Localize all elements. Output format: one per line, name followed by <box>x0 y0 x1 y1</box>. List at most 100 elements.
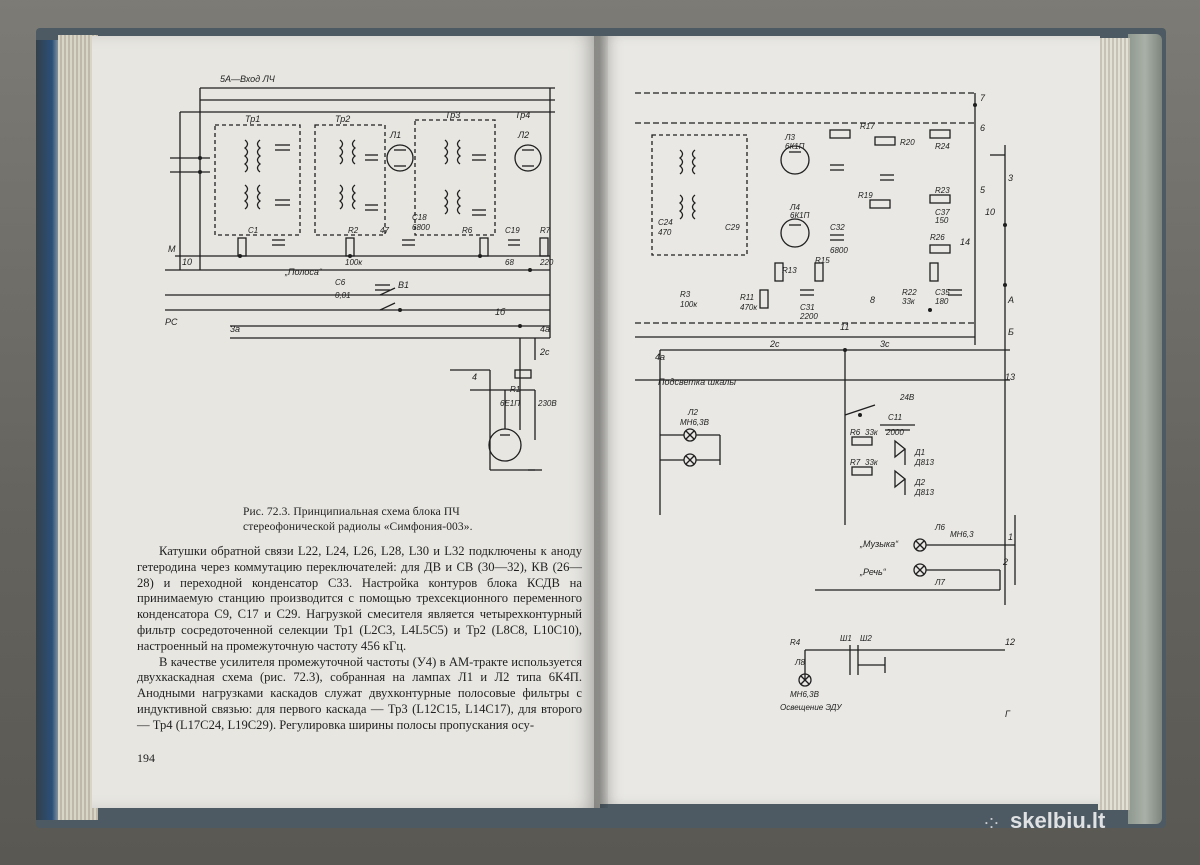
book-cover-right <box>1128 34 1162 824</box>
label-r15: R15 <box>815 256 830 265</box>
label-13: 13 <box>1005 372 1015 382</box>
label-r6a-value: 33к <box>865 428 879 437</box>
label-c37: С37 <box>935 208 950 217</box>
label-c32: С32 <box>830 223 845 232</box>
label-b: Б <box>1008 327 1014 337</box>
label-d2: Д2 <box>914 478 926 487</box>
label-10-right: 10 <box>985 207 995 217</box>
label-speech: „Речь“ <box>859 567 887 577</box>
label-230v: 230В <box>537 399 557 408</box>
label-c24: С24 <box>658 218 673 227</box>
label-c18: С18 <box>412 213 427 222</box>
page-edges-left <box>58 35 98 820</box>
label-l3-type: 6К1П <box>785 142 805 151</box>
label-6e1p: 6Е1П <box>500 399 520 408</box>
label-tr4: Тр4 <box>515 110 530 120</box>
left-schematic: 5А—Вход ЛЧ Тр1 Тр2 Тр3 Тр4 Л1 Л2 „Полоса… <box>165 74 557 471</box>
label-c35-value: 180 <box>935 297 949 306</box>
label-r7: R7 <box>540 226 551 235</box>
watermark: skelbiu.lt <box>1010 808 1106 833</box>
label-r3: R3 <box>680 290 691 299</box>
label-l6: Л6 <box>934 523 945 532</box>
label-r19: R19 <box>858 191 873 200</box>
label-band: „Полоса“ <box>284 267 323 277</box>
watermark-dots: ∙:∙ <box>984 812 1000 832</box>
label-r23: R23 <box>935 186 950 195</box>
label-220: 220 <box>539 258 554 267</box>
body-text: Катушки обратной связи L22, L24, L26, L2… <box>137 544 582 734</box>
label-r4: R4 <box>790 638 801 647</box>
label-c31: С31 <box>800 303 815 312</box>
paragraph-1: Катушки обратной связи L22, L24, L26, L2… <box>137 544 582 653</box>
label-3a: 3а <box>230 324 240 334</box>
label-backlight-title: Подсветка шкалы <box>658 377 736 387</box>
label-r11: R11 <box>740 293 754 302</box>
label-6800: 6800 <box>412 223 430 232</box>
label-4a: 4а <box>540 324 550 334</box>
label-c24-value: 470 <box>658 228 672 237</box>
label-l6-type: МН6,3 <box>950 530 974 539</box>
label-edu: Освещение ЭДУ <box>780 703 842 712</box>
label-a: А <box>1007 295 1014 305</box>
label-r11-value: 470к <box>740 303 758 312</box>
paragraph-2: В качестве усилителя промежуточной часто… <box>137 654 582 732</box>
label-tr3: Тр3 <box>445 110 460 120</box>
label-l1: Л1 <box>389 130 401 140</box>
label-sh2: Ш2 <box>860 634 872 643</box>
label-r26: R26 <box>930 233 945 242</box>
label-c11-value: 2000 <box>885 428 904 437</box>
label-1: 1 <box>1008 532 1013 542</box>
label-6: 6 <box>980 123 985 133</box>
label-1b: 1б <box>495 307 506 317</box>
label-24v: 24В <box>899 393 915 402</box>
label-3: 3 <box>1008 173 1013 183</box>
label-4a-right: 4а <box>655 352 665 362</box>
label-r22: R22 <box>902 288 917 297</box>
label-2c: 2с <box>539 347 550 357</box>
label-4: 4 <box>472 372 477 382</box>
book-gutter <box>594 36 608 808</box>
label-c35: С35 <box>935 288 950 297</box>
label-lamp-type: МН6,3В <box>680 418 710 427</box>
label-r17: R17 <box>860 122 875 131</box>
label-r6: R6 <box>462 226 473 235</box>
label-14: 14 <box>960 237 970 247</box>
label-c1: С1 <box>248 226 258 235</box>
label-r2: R2 <box>348 226 359 235</box>
label-g: Г <box>1005 709 1011 719</box>
label-r7a: R7 <box>850 458 861 467</box>
figure-caption: Рис. 72.3. Принципиальная схема блока ПЧ… <box>243 506 473 533</box>
label-m: М <box>168 244 176 254</box>
right-schematic: Л3 6К1П Л4 6К1П R17 R20 R24 R23 С37 150 … <box>635 92 1016 719</box>
label-c29: С29 <box>725 223 740 232</box>
label-7: 7 <box>980 93 986 103</box>
label-11-right: 11 <box>840 322 849 332</box>
label-68: 68 <box>505 258 514 267</box>
label-l2: Л2 <box>517 130 529 140</box>
label-tr2: Тр2 <box>335 114 350 124</box>
page-edges-right <box>1098 38 1130 810</box>
label-10: 10 <box>182 257 192 267</box>
label-2: 2 <box>1002 557 1008 567</box>
label-r22-value: 33к <box>902 297 916 306</box>
label-c31-value: 2200 <box>799 312 818 321</box>
label-3c-right: 3с <box>880 339 890 349</box>
label-pc: РС <box>165 317 178 327</box>
label-r6a: R6 <box>850 428 861 437</box>
label-r24: R24 <box>935 142 950 151</box>
label-c11: С11 <box>888 413 902 422</box>
label-r20: R20 <box>900 138 915 147</box>
label-input: 5А—Вход ЛЧ <box>220 74 276 84</box>
label-r1: R1 <box>510 385 520 394</box>
label-100k: 100к <box>345 258 363 267</box>
label-d2-type: Д813 <box>914 488 935 497</box>
label-l3: Л3 <box>784 133 795 142</box>
page-number: 194 <box>137 751 155 765</box>
label-c19: С19 <box>505 226 520 235</box>
label-c37-value: 150 <box>935 216 949 225</box>
label-c32-value: 6800 <box>830 246 848 255</box>
label-b1: В1 <box>398 280 409 290</box>
label-l4-type: 6К1П <box>790 211 810 220</box>
label-r13: R13 <box>782 266 797 275</box>
label-c001: 0,01 <box>335 291 351 300</box>
